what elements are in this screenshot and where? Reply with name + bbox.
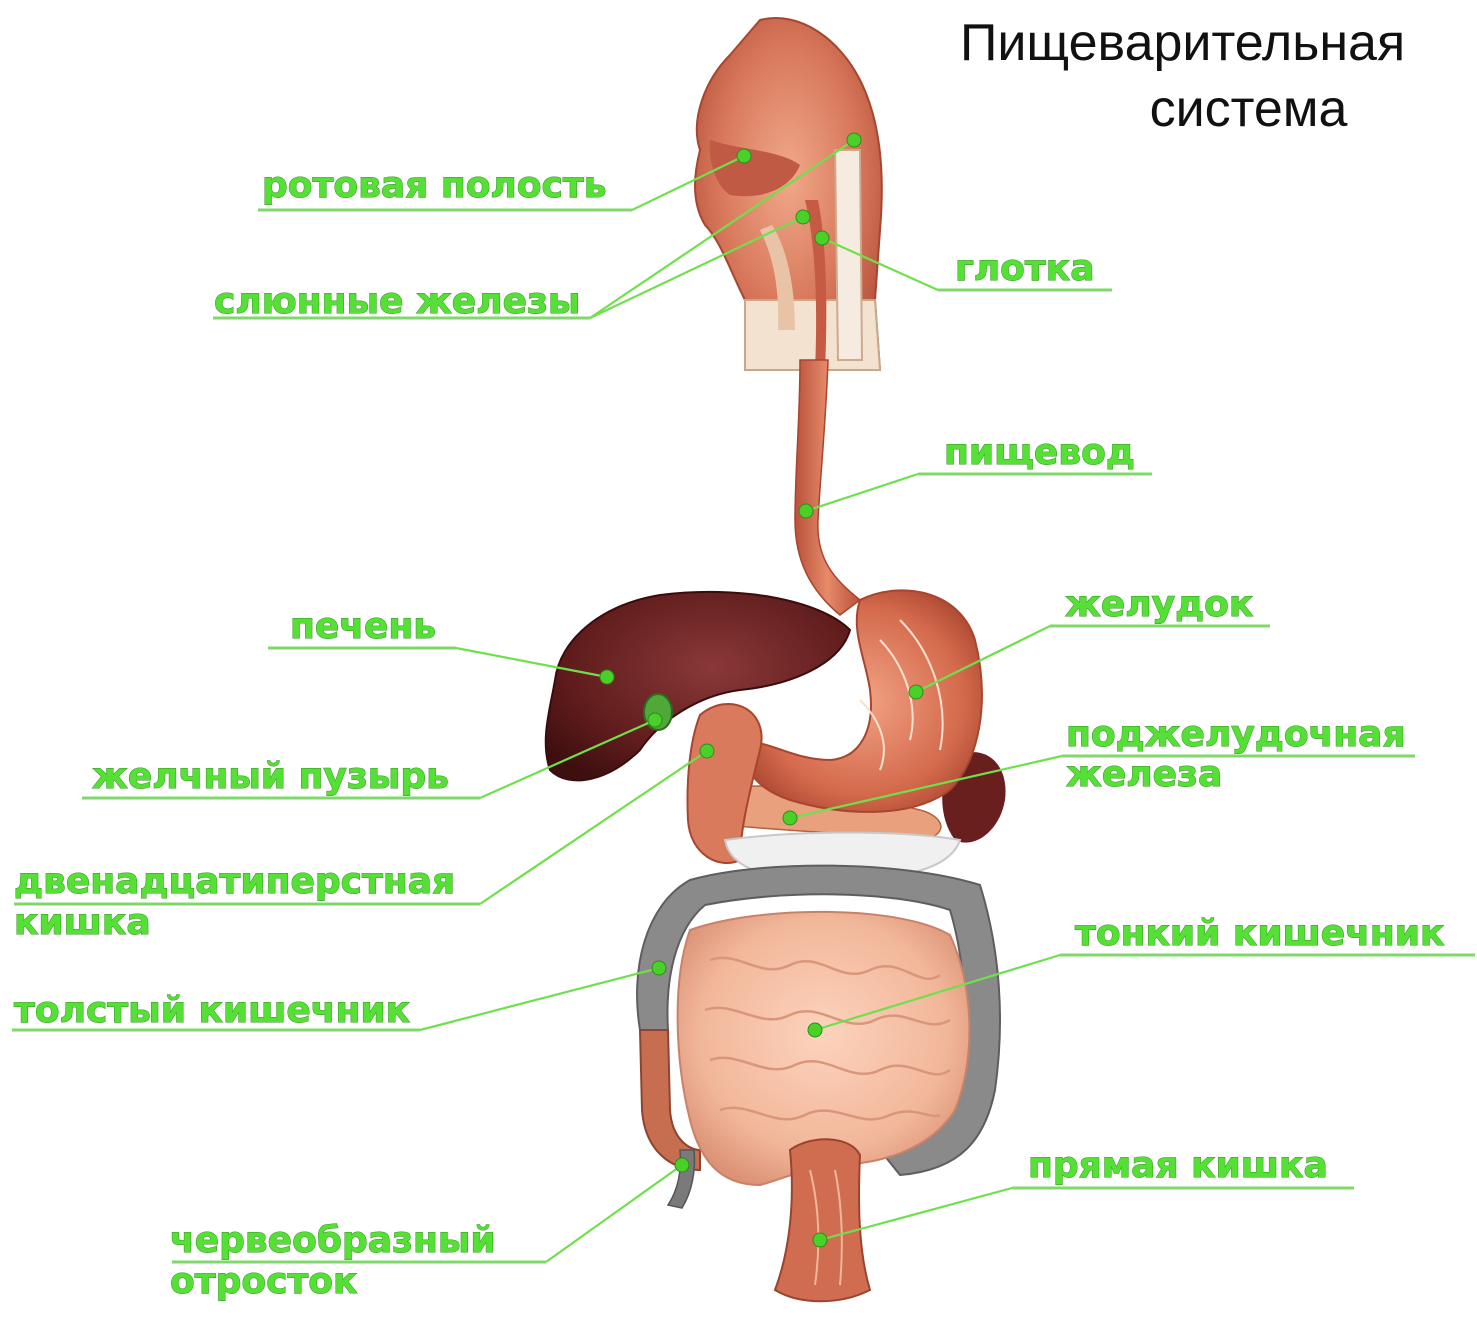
dot-small-intestine [808, 1023, 822, 1037]
label-gallbladder: желчный пузырь [92, 756, 449, 797]
dot-pharynx [815, 231, 829, 245]
dot-pancreas [783, 811, 797, 825]
label-pancreas-line-2: железа [1066, 754, 1222, 795]
label-duodenum-line-2: кишка [14, 902, 151, 943]
dot-appendix [675, 1158, 689, 1172]
dot-duodenum [700, 744, 714, 758]
dot-large-intestine [652, 961, 666, 975]
label-liver: печень [290, 606, 436, 647]
dot-liver [600, 670, 614, 684]
dot-salivary-gland-lower [796, 210, 810, 224]
head-section [695, 18, 882, 370]
dot-rectum [813, 1233, 827, 1247]
dot-gallbladder [648, 713, 662, 727]
dot-oral-cavity [737, 149, 751, 163]
dot-stomach [909, 685, 923, 699]
label-stomach: желудок [1065, 584, 1253, 625]
label-appendix-line-1: червеобразный [170, 1220, 496, 1261]
label-duodenum-line-1: двенадцатиперстная [14, 861, 455, 902]
label-pharynx: глотка [955, 248, 1095, 289]
dot-salivary-gland-upper [847, 133, 861, 147]
label-pancreas-line-1: поджелудочная [1066, 714, 1406, 755]
label-salivary-glands: слюнные железы [214, 281, 580, 322]
label-oral-cavity: ротовая полость [262, 165, 607, 206]
label-rectum: прямая кишка [1028, 1145, 1328, 1186]
dot-esophagus [799, 504, 813, 518]
esophagus [795, 360, 860, 615]
label-large-intestine: толстый кишечник [14, 990, 410, 1031]
label-small-intestine: тонкий кишечник [1075, 913, 1444, 954]
label-appendix-line-2: отросток [170, 1261, 357, 1302]
label-esophagus: пищевод [944, 432, 1135, 473]
